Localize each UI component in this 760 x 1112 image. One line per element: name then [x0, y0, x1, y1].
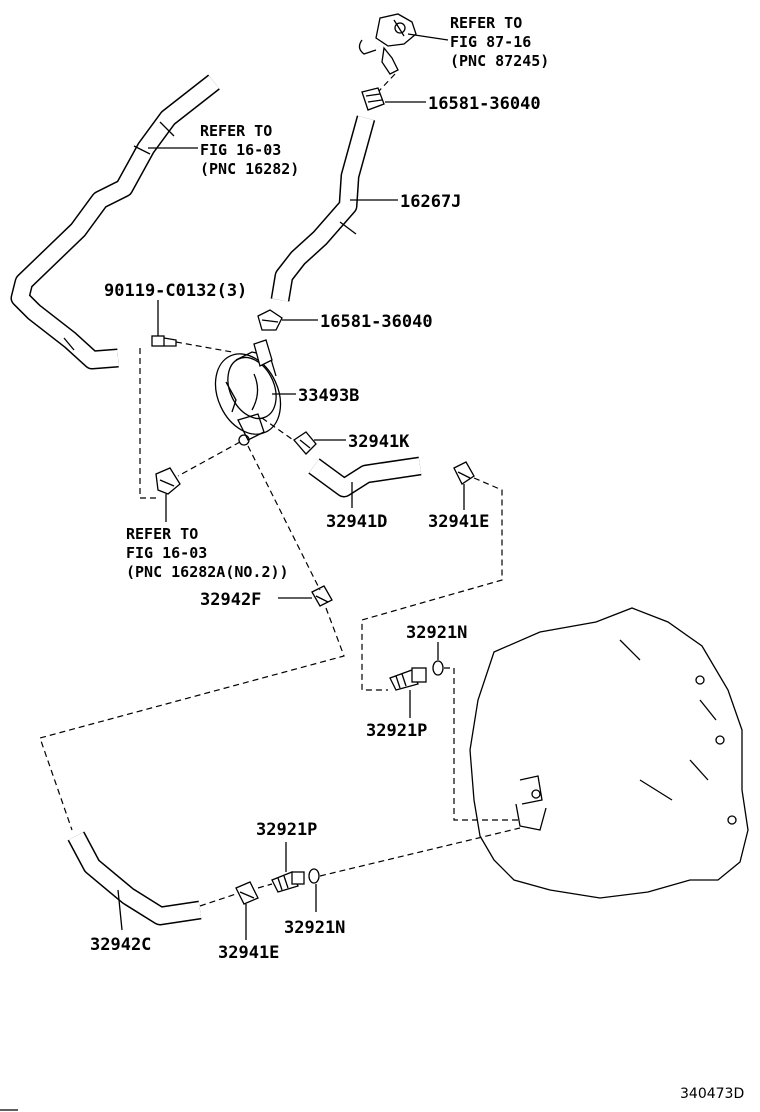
ref-fig-87-16-line3: (PNC 87245) [450, 52, 549, 70]
hose-clamp-32941E-lower [235, 881, 259, 905]
ref-fig-16-03-line2: FIG 16-03 [200, 141, 281, 159]
ref-fig-16-03-line1: REFER TO [200, 122, 272, 140]
ref-fig-87-16-line1: REFER TO [450, 14, 522, 32]
vacuum-hose-left [10, 74, 220, 370]
ref-fig-16-03-no2-line3: (PNC 16282A(NO.2)) [126, 563, 289, 581]
hose-clamp-32941K [293, 431, 317, 455]
vacuum-pump [214, 339, 282, 446]
label-90119-C0132: 90119-C0132(3) [104, 281, 247, 301]
leader-dash [247, 445, 321, 591]
leader-dash [361, 477, 503, 691]
label-32921P-upper: 32921P [366, 721, 427, 741]
gasket-32921N-upper [432, 660, 444, 676]
ref-fig-16-03-no2-line1: REFER TO [126, 525, 198, 543]
leader-dash [319, 827, 521, 877]
label-33493B: 33493B [298, 386, 359, 406]
ref-fig-16-03-line3: (PNC 16282) [200, 160, 299, 178]
hose-clamp-mid [257, 309, 283, 331]
union-32921P-lower [271, 871, 305, 893]
leader-dash [261, 417, 297, 443]
hose-clamp-no2 [155, 467, 181, 495]
label-32942C: 32942C [90, 935, 151, 955]
vacuum-hose-32942C [67, 831, 202, 926]
hose-clamp-32942F [311, 585, 333, 607]
vacuum-check-valve [358, 13, 417, 75]
ref-fig-16-03-no2-line2: FIG 16-03 [126, 544, 207, 562]
leader-dash [177, 441, 241, 477]
leader-line [117, 889, 123, 931]
figure-code: 340473D [680, 1086, 744, 1102]
label-32941D: 32941D [326, 512, 387, 532]
hose-clamp-32941E-right [453, 461, 475, 485]
leader-dash [175, 341, 233, 353]
label-32942F: 32942F [200, 590, 261, 610]
leader-dash [444, 667, 522, 821]
gasket-32921N-lower [308, 868, 320, 884]
label-32921N-lower: 32921N [284, 918, 345, 938]
vacuum-hose-16267J [270, 115, 376, 302]
hose-clamp-top [361, 87, 385, 111]
label-32941E-lower: 32941E [218, 943, 279, 963]
label-16581-36040-top: 16581-36040 [428, 94, 541, 114]
bolt [151, 335, 177, 347]
transmission-housing [469, 607, 749, 899]
leader-dash [139, 348, 158, 499]
label-16581-36040-mid: 16581-36040 [320, 312, 433, 332]
ref-fig-87-16-line2: FIG 87-16 [450, 33, 531, 51]
label-32941E-right: 32941E [428, 512, 489, 532]
union-32921P-upper [389, 667, 427, 691]
leader-dash [377, 73, 396, 93]
label-32921P-lower: 32921P [256, 820, 317, 840]
leader-line [407, 33, 449, 41]
leader-dash [199, 893, 237, 907]
label-16267J: 16267J [400, 192, 461, 212]
label-32941K: 32941K [348, 432, 410, 452]
label-32921N-upper: 32921N [406, 623, 467, 643]
leader-dash [257, 883, 273, 889]
vacuum-hose-32941D [308, 456, 422, 498]
leader-dash [39, 607, 345, 831]
